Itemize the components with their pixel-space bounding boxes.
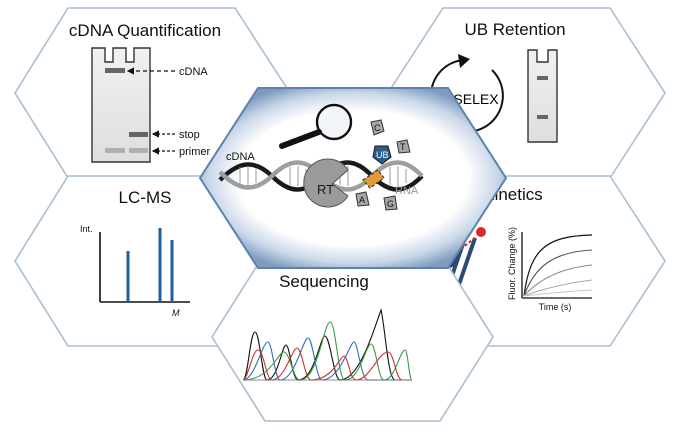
magnifying-glass-lens: [315, 103, 353, 141]
kinetics-curve-4: [523, 279, 593, 297]
kinetics-curve-2: [523, 249, 593, 297]
center-panel: RT cDNA RNA C T UB A G: [198, 87, 508, 269]
svg-text:T: T: [400, 142, 406, 152]
svg-text:A: A: [359, 195, 365, 205]
nucleotide-t: T: [396, 139, 411, 154]
band-cdna: [105, 68, 125, 73]
center-rna-label: RNA: [395, 185, 419, 197]
gel-outline: [91, 47, 151, 163]
trace-black: [242, 308, 410, 381]
hex-center: [198, 87, 508, 269]
ub-gel-outline: [527, 49, 558, 143]
label-cdna: cDNA: [179, 66, 208, 78]
kinetics-y-label: Fluor. Change (%): [507, 227, 517, 300]
selex-arrowhead: [458, 54, 470, 68]
kinetics-curve-3: [523, 264, 593, 297]
rt-enzyme-icon: [303, 158, 349, 208]
nucleotide-ub: UB: [372, 145, 392, 165]
ub-gel-band-top: [537, 76, 548, 80]
nucleotide-g: G: [383, 195, 398, 211]
lcms-y-label: Int.: [80, 224, 93, 234]
kinetics-x-label: Time (s): [539, 302, 572, 312]
nucleotide-c: C: [370, 119, 385, 136]
label-stop: stop: [179, 129, 200, 141]
kinetics-curve-1: [523, 234, 593, 297]
magnifying-glass-handle: [279, 129, 322, 149]
lcms-panel: LC-MS Int. M: [14, 175, 291, 347]
kinetics-red-sphere: [476, 227, 486, 237]
band-primer-1: [105, 148, 125, 153]
kinetics-red-arrow: [456, 236, 477, 253]
nucleotide-a: A: [355, 191, 370, 207]
cdna-quantification-title: cDNA Quantification: [69, 21, 221, 40]
lcms-x-label: M: [172, 308, 180, 318]
sequencing-title: Sequencing: [279, 272, 369, 291]
ub-gel-band-bottom: [537, 115, 548, 119]
kinetics-curve-5: [523, 289, 593, 297]
svg-text:C: C: [374, 123, 381, 133]
sequencing-panel: Sequencing: [211, 252, 494, 422]
nucleotide-incoming: [362, 169, 385, 189]
lcms-title: LC-MS: [119, 188, 172, 207]
trace-blue: [242, 337, 410, 381]
cdna-quantification-panel: cDNA Quantification cDNA stop primer: [14, 7, 291, 179]
selex-label: SELEX: [453, 91, 499, 107]
center-cdna-label: cDNA: [226, 151, 255, 163]
band-stop: [129, 132, 148, 137]
svg-text:UB: UB: [376, 150, 389, 160]
svg-text:G: G: [387, 199, 394, 209]
label-primer: primer: [179, 146, 211, 158]
rt-label: RT: [317, 182, 334, 197]
ub-retention-title: UB Retention: [464, 20, 565, 39]
band-primer-2: [129, 148, 148, 153]
